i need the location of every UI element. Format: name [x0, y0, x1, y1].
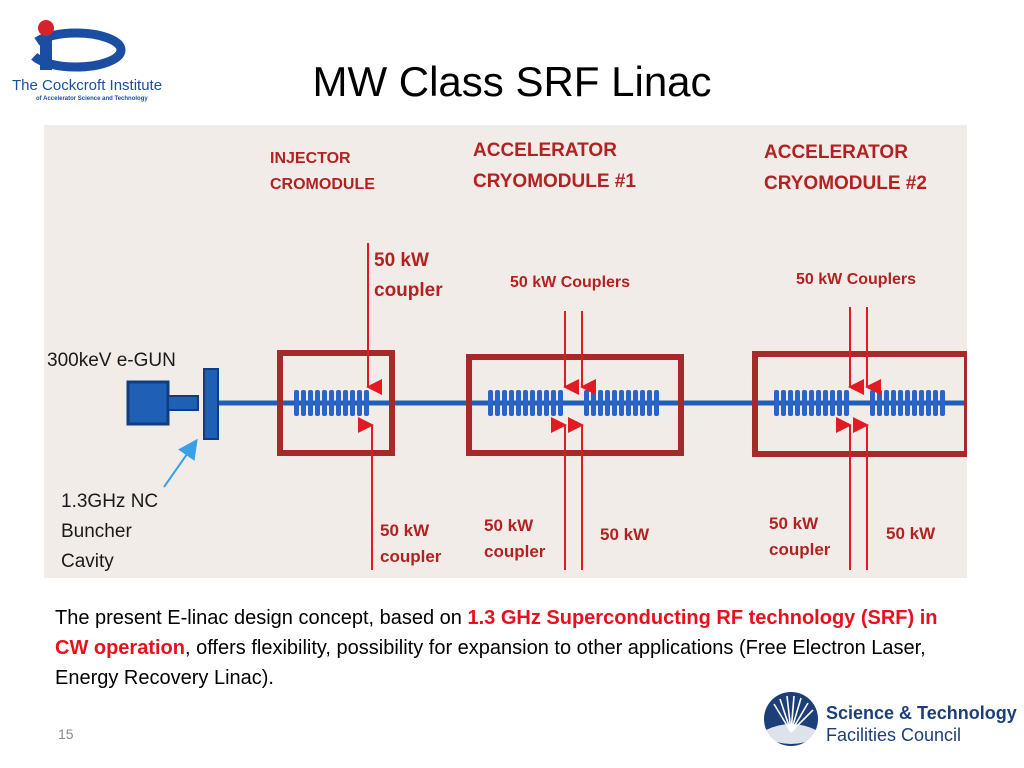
- accel1-bottom-50kw: 50 kW: [600, 525, 650, 544]
- body-text-after: , offers flexibility, possibility for ex…: [55, 637, 926, 689]
- injector-label-2: CROMODULE: [270, 176, 375, 193]
- e-gun-body: [126, 380, 170, 426]
- bottom-coupler-label-2: coupler: [380, 547, 442, 566]
- accel2-cavity-1: [774, 390, 849, 416]
- body-paragraph: The present E-linac design concept, base…: [55, 603, 965, 693]
- injector-label-1: INJECTOR: [270, 150, 351, 167]
- top-coupler-label-1: 50 kW: [374, 250, 429, 271]
- stfc-name-line2: Facilities Council: [826, 725, 961, 745]
- body-highlight: 1.3 GHz Superconducting RF technology (S…: [55, 607, 938, 659]
- injector-cryomodule: [277, 350, 395, 456]
- accel1-bottom-coupler-1: 50 kW: [484, 516, 534, 535]
- couplers-label-2: 50 kW Couplers: [796, 271, 916, 288]
- accel1-label-2: CRYOMODULE #1: [473, 171, 636, 192]
- accel1-bottom-coupler-2: coupler: [484, 542, 546, 561]
- cockcroft-institute-tagline: of Accelerator Science and Technology: [36, 96, 148, 102]
- cockcroft-institute-logo: The Cockcroft Institute of Accelerator S…: [8, 10, 178, 105]
- e-gun-neck: [167, 395, 199, 411]
- page-number: 15: [58, 726, 74, 742]
- buncher-label-2: Buncher: [61, 521, 132, 542]
- bottom-coupler-label-1: 50 kW: [380, 521, 430, 540]
- accel2-bottom-coupler-1: 50 kW: [769, 514, 819, 533]
- accel1-cavity-2: [584, 390, 659, 416]
- slide-title: MW Class SRF Linac: [312, 58, 712, 105]
- cockcroft-institute-name: The Cockcroft Institute: [12, 77, 162, 94]
- buncher-label-3: Cavity: [61, 551, 114, 572]
- buncher-label-1: 1.3GHz NC: [61, 491, 158, 512]
- buncher-pointer-arrow: [163, 438, 198, 488]
- stfc-name-line1: Science & Technology: [826, 703, 1017, 723]
- top-coupler-label-2: coupler: [374, 280, 443, 301]
- accelerator-cryomodule-1: [466, 354, 684, 456]
- accel2-label-2: CRYOMODULE #2: [764, 173, 927, 194]
- couplers-label-1: 50 kW Couplers: [510, 274, 630, 291]
- accel2-cavity-2: [870, 390, 945, 416]
- buncher-flange: [203, 368, 219, 440]
- accel2-bottom-coupler-2: coupler: [769, 540, 831, 559]
- gun-label: 300keV e-GUN: [47, 350, 176, 371]
- accel2-label-1: ACCELERATOR: [764, 142, 908, 163]
- injector-cavity: [294, 390, 369, 416]
- body-text-before: The present E-linac design concept, base…: [55, 607, 468, 629]
- linac-diagram: INJECTOR CROMODULE ACCELERATOR CRYOMODUL…: [44, 125, 970, 578]
- accel2-bottom-50kw: 50 kW: [886, 524, 936, 543]
- accel1-label-1: ACCELERATOR: [473, 140, 617, 161]
- accel1-cavity-1: [488, 390, 563, 416]
- stfc-logo: Science & Technology Facilities Council: [762, 688, 1020, 750]
